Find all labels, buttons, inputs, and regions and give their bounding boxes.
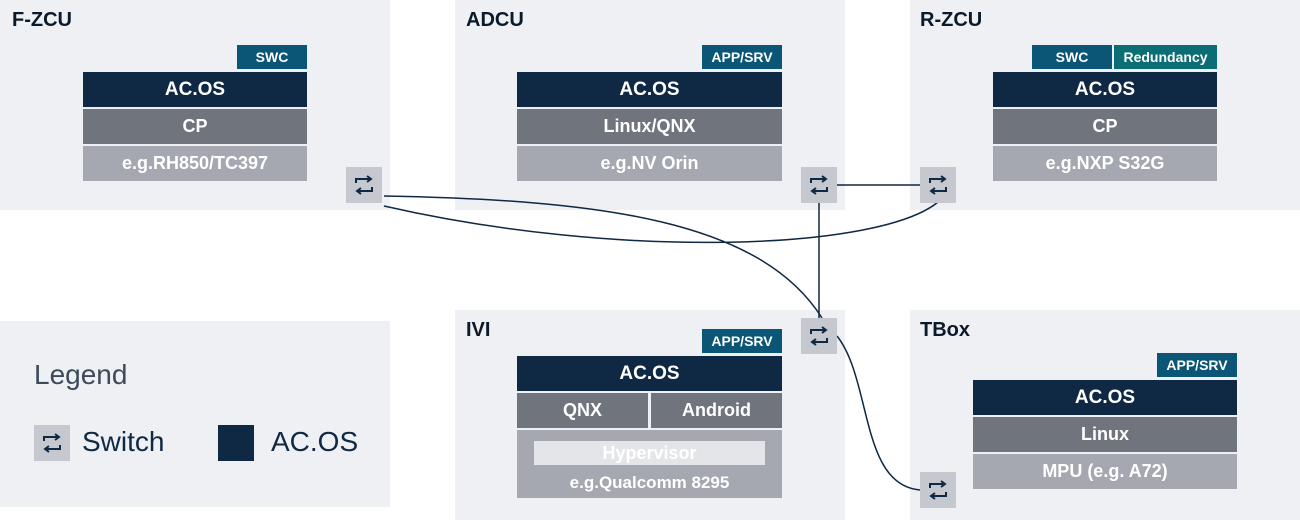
rzcu-redundancy-tag: Redundancy [1114,45,1217,69]
switch-icon [355,175,373,195]
switch-icon [810,326,828,346]
rzcu-chip-layer: e.g.NXP S32G [993,146,1217,181]
rzcu-switch[interactable] [920,167,956,203]
link-ivi-tbox [836,335,921,491]
adcu-switch[interactable] [801,167,837,203]
legend-acos-swatch [218,425,254,461]
switch-icon [810,175,828,195]
tbox-chip-layer: MPU (e.g. A72) [973,454,1237,489]
legend-title: Legend [34,359,128,390]
fzcu-cp-layer: CP [83,109,307,144]
ivi-title: IVI [466,319,491,341]
adcu-acos-layer: AC.OS [517,72,782,107]
ivi-switch[interactable] [801,318,837,354]
tbox-linux-layer: Linux [973,417,1237,452]
switch-icon [929,175,947,195]
rzcu-cp-layer: CP [993,109,1217,144]
rzcu-acos-layer: AC.OS [993,72,1217,107]
switch-icon [43,433,61,453]
tbox-acos-layer: AC.OS [973,380,1237,415]
ivi-chip-label: e.g.Qualcomm 8295 [569,473,730,492]
legend-switch-swatch [34,425,70,461]
link-fzcu-ivi [383,195,823,319]
ivi-acos-layer: AC.OS [517,356,782,391]
legend-acos-label: AC.OS [271,426,359,457]
ivi-qnx-layer: QNX [517,393,648,428]
ivi-app-tag: APP/SRV [702,329,782,353]
legend-switch-label: Switch [82,426,165,457]
tbox-title: TBox [920,319,970,341]
rzcu-swc-tag: SWC [1032,45,1112,69]
ivi-android-layer: Android [651,393,782,428]
fzcu-swc-tag: SWC [237,45,307,69]
legend-panel [0,321,390,507]
fzcu-switch[interactable] [346,167,382,203]
rzcu-title: R-ZCU [920,9,983,31]
adcu-chip-layer: e.g.NV Orin [517,146,782,181]
fzcu-title: F-ZCU [12,9,72,31]
fzcu-chip-layer: e.g.RH850/TC397 [83,146,307,181]
switch-icon [929,480,947,500]
adcu-title: ADCU [466,9,524,31]
adcu-os-layer: Linux/QNX [517,109,782,144]
ivi-hypervisor-layer: Hypervisor [534,441,765,465]
tbox-app-tag: APP/SRV [1157,353,1237,377]
adcu-app-tag: APP/SRV [702,45,782,69]
tbox-switch[interactable] [920,472,956,508]
fzcu-acos-layer: AC.OS [83,72,307,107]
